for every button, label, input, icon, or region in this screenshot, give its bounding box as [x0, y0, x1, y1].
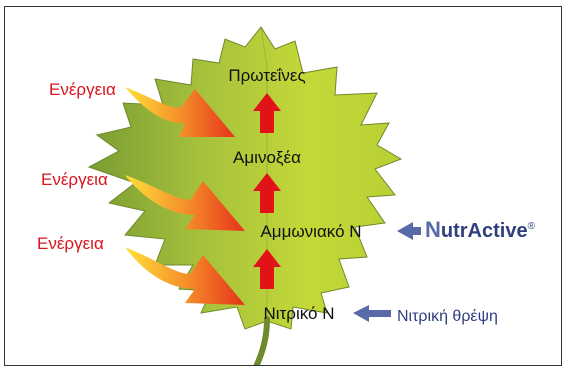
flame-arrow-icon [125, 87, 235, 137]
brand-mark: ® [528, 221, 536, 232]
flame-arrow-icon [125, 175, 245, 231]
energy-label: Ενέργεια [49, 80, 116, 99]
diagram-frame: Πρωτεΐνες Αμινοξέα Αμμωνιακό Ν Νιτρικό Ν… [4, 6, 562, 366]
blue-left-arrow-icon [353, 305, 391, 322]
nitrate-feeding-label: Νιτρική θρέψη [397, 308, 498, 325]
flame-arrow-icon [125, 247, 245, 305]
nitrogen-metabolism-diagram: Πρωτεΐνες Αμινοξέα Αμμωνιακό Ν Νιτρικό Ν… [37, 26, 536, 365]
node-proteins: Πρωτεΐνες [228, 66, 305, 85]
brand-initial: N [425, 217, 441, 242]
red-up-arrow-icon [253, 249, 281, 289]
node-nitrate-n: Νιτρικό Ν [264, 304, 335, 323]
node-ammonium-n: Αμμωνιακό Ν [260, 222, 361, 241]
blue-left-arrow-icon [397, 222, 421, 240]
leaf-stem [253, 316, 270, 365]
energy-label: Ενέργεια [41, 170, 108, 189]
brand-rest: utrActive [441, 220, 528, 242]
red-up-arrow-icon [253, 93, 281, 133]
energy-label: Ενέργεια [37, 234, 104, 253]
node-amino-acids: Αμινοξέα [233, 148, 301, 167]
red-up-arrow-icon [253, 173, 281, 213]
nutractive-logo: NutrActive® [425, 217, 536, 242]
leaf-shape [87, 26, 403, 330]
svg-text:NutrActive®: NutrActive® [425, 217, 536, 242]
